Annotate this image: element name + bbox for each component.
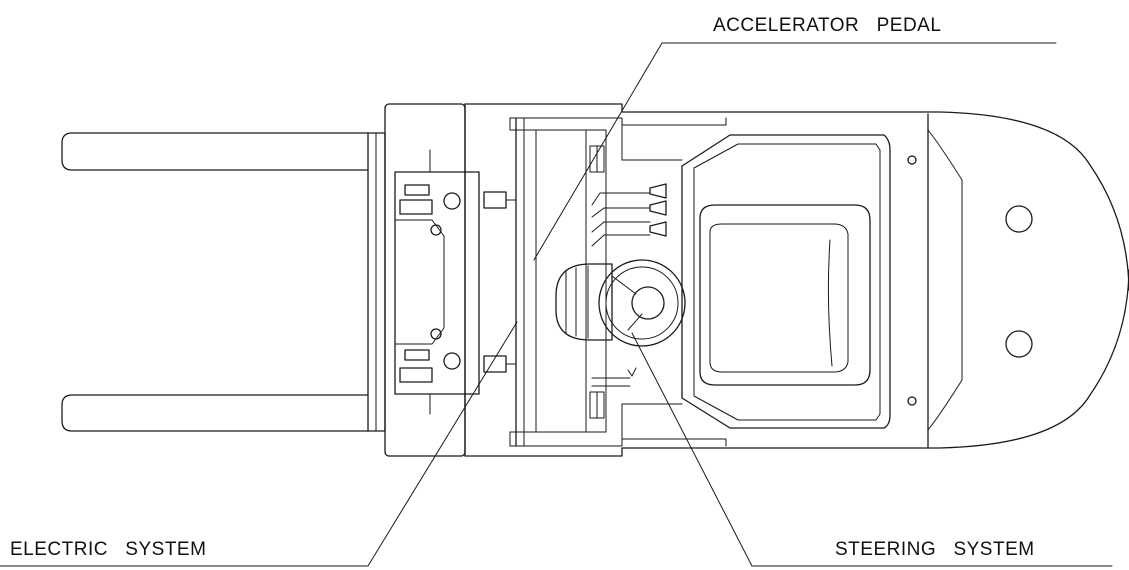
electric-leader (0, 321, 518, 567)
steering-wheel (598, 259, 686, 347)
counterweight-bolt-upper (1005, 205, 1033, 233)
lower-fork (61, 394, 369, 432)
label-accelerator-pedal: ACCELERATOR PEDAL (713, 15, 941, 36)
label-steering-system: STEERING SYSTEM (835, 539, 1035, 560)
label-electric-system: ELECTRIC SYSTEM (10, 539, 206, 560)
pedal-2 (649, 200, 667, 216)
seat (699, 204, 871, 386)
steering-assembly (555, 259, 686, 347)
operator-compartment (681, 134, 891, 429)
steering-leader (631, 332, 1113, 567)
chassis-body (464, 103, 1129, 457)
forks (61, 132, 369, 432)
upper-fork (61, 132, 369, 171)
leader-lines (0, 42, 1113, 567)
counterweight-bolt-lower (1005, 330, 1033, 358)
pedal-1 (649, 183, 667, 199)
steering-hub (631, 286, 665, 320)
counterweight (907, 113, 1033, 449)
fork-carriage (367, 132, 386, 432)
accelerator-leader (533, 42, 1057, 261)
pedal-links (589, 145, 667, 419)
pedal-3 (649, 221, 667, 237)
mast-assembly (384, 103, 517, 457)
